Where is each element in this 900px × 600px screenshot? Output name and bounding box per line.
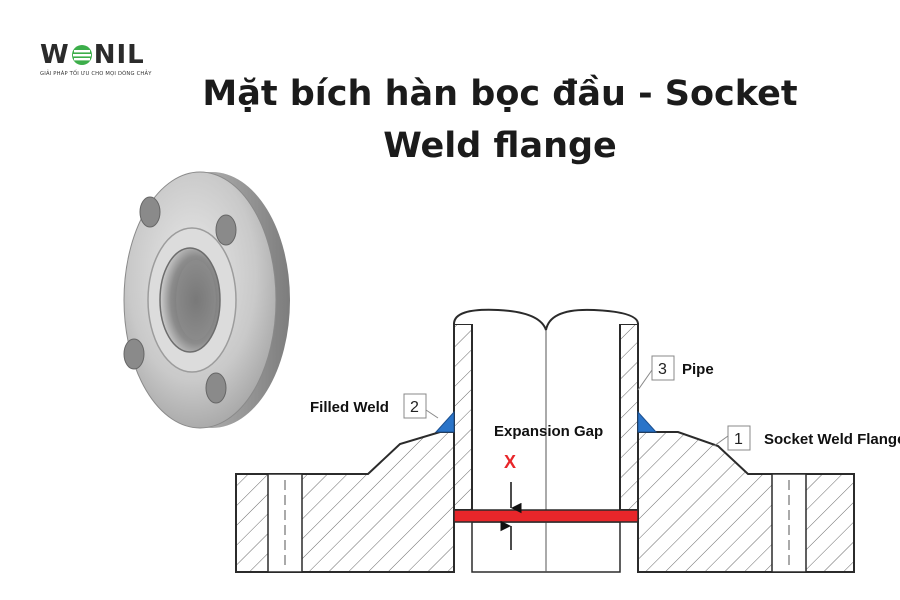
callout-flange-label: Socket Weld Flange [764, 431, 900, 448]
expansion-gap-bar [453, 509, 639, 523]
bolt-hole-sections [267, 473, 807, 573]
expansion-gap-label: Expansion Gap [494, 423, 603, 440]
callout-pipe-label: Pipe [682, 361, 714, 378]
title-line-2: Weld flange [383, 126, 617, 166]
page-title: Mặt bích hàn bọc đầu - Socket Weld flang… [170, 68, 830, 172]
callout-weld-label: Filled Weld [310, 399, 389, 416]
callout-socket-weld-flange: 1 Socket Weld Flange [713, 425, 900, 451]
pipe [453, 308, 639, 572]
flange-photo [123, 171, 290, 429]
logo-letters-nil: NIL [93, 40, 145, 70]
callout-filled-weld: 2 Filled Weld [310, 393, 439, 419]
socket-weld-diagram: X Expansion Gap 3 Pipe 2 Filled Weld 1 S… [235, 308, 900, 573]
logo-tagline: GIẢI PHÁP TỐI ƯU CHO MỌI DÒNG CHẢY [40, 71, 152, 77]
callout-flange-number: 1 [734, 431, 743, 448]
callout-weld-number: 2 [410, 399, 419, 416]
fillet-welds [434, 410, 658, 433]
logo-wordmark: W NIL [40, 42, 150, 68]
callout-pipe-number: 3 [658, 361, 667, 378]
bolt-holes [123, 196, 237, 404]
title-line-1: Mặt bích hàn bọc đầu - Socket [202, 74, 798, 114]
logo-o-icon [71, 45, 92, 65]
callout-pipe: 3 Pipe [637, 355, 714, 391]
gap-marker-x: X [504, 452, 516, 472]
brand-logo: W NIL GIẢI PHÁP TỐI ƯU CHO MỌI DÒNG CHẢY [40, 42, 152, 77]
logo-letter-w: W [40, 40, 70, 70]
